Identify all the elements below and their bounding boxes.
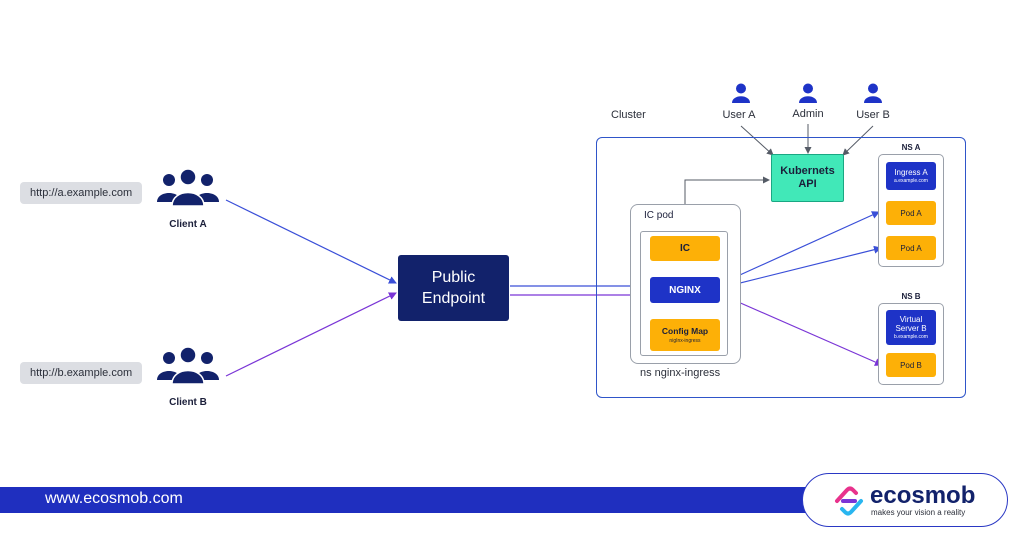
client-b-url: http://b.example.com — [20, 362, 143, 384]
arrow-client-b-to-endpoint — [225, 292, 397, 377]
config-map-box: Config Map nigInx-ingress — [650, 319, 720, 351]
admin-icon — [799, 83, 817, 103]
user-a-icon — [732, 83, 750, 103]
logo-tagline: makes your vision a reality — [871, 508, 966, 517]
ic-pod-title: IC pod — [644, 210, 674, 221]
ingress-a-box: Ingress A a.example.com — [886, 162, 936, 190]
ns-a-title: NS A — [901, 143, 921, 152]
user-b-icon — [864, 83, 882, 103]
ic-box: IC — [650, 236, 720, 261]
arrow-user-a-to-api — [740, 125, 774, 156]
arrow-user-b-to-api — [842, 125, 874, 156]
pod-b-1: Pod B — [886, 353, 936, 377]
public-endpoint-line1: Public — [431, 269, 476, 286]
public-endpoint-box: Public Endpoint — [398, 255, 509, 321]
virtual-server-b-box: Virtual Server B b.example.com — [886, 310, 936, 345]
kubernets-api-line1: Kubernets — [780, 165, 835, 177]
arrow-nginx-to-pod-b — [719, 293, 883, 366]
client-b-label: Client B — [169, 397, 207, 408]
virtual-server-b-line2: Server B — [895, 324, 927, 333]
pod-a-2: Pod A — [886, 236, 936, 260]
footer-url[interactable]: www.ecosmob.com — [45, 490, 183, 507]
kubernets-api-box: Kubernets API — [771, 154, 844, 202]
admin-label: Admin — [792, 108, 824, 120]
nginx-label: NGINX — [669, 284, 701, 296]
virtual-server-b-line1: Virtual — [899, 315, 923, 324]
pod-a-1: Pod A — [886, 201, 936, 225]
arrow-nginx-to-pod-a — [719, 245, 882, 289]
public-endpoint-line2: Endpoint — [421, 290, 486, 307]
client-a-url: http://a.example.com — [20, 182, 143, 204]
kubernets-api-line2: API — [798, 178, 817, 190]
user-b-label: User B — [856, 109, 890, 121]
ingress-a-title: Ingress A — [894, 168, 928, 177]
nginx-box: NGINX — [650, 277, 720, 303]
config-map-title: Config Map — [661, 326, 709, 336]
ns-b-title: NS B — [901, 292, 921, 301]
cluster-label: Cluster — [611, 109, 646, 121]
ecosmob-logo-mark-icon — [835, 486, 863, 516]
client-b-group-icon — [157, 346, 219, 385]
client-a-group-icon — [157, 168, 219, 207]
ingress-a-host: a.example.com — [894, 178, 928, 184]
logo-wordmark: ecosmob — [870, 482, 976, 509]
cluster-boundary — [596, 137, 966, 398]
footer-bar — [0, 487, 860, 513]
user-a-label: User A — [722, 109, 756, 121]
arrow-client-a-to-endpoint — [225, 199, 397, 284]
ns-nginx-ingress-label: ns nginx-ingress — [640, 367, 721, 379]
config-map-sub: nigInx-ingress — [669, 338, 701, 344]
arrow-nginx-to-ingress-a — [719, 211, 880, 285]
client-a-label: Client A — [169, 219, 207, 230]
virtual-server-b-host: b.example.com — [894, 334, 928, 340]
